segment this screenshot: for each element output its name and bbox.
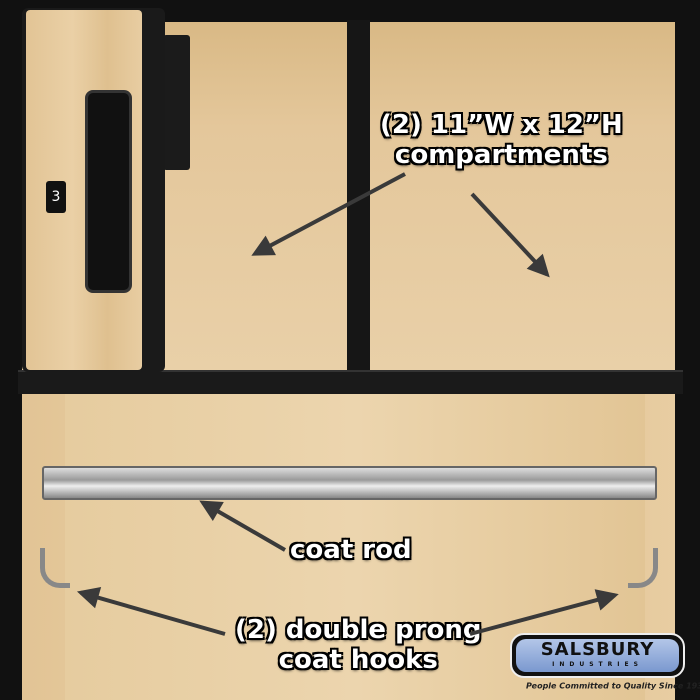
hooks-line1: (2) double prong: [235, 615, 482, 645]
coat-hook-right: [628, 548, 658, 588]
door-number-plate: 3: [46, 181, 66, 213]
lock-mechanism: [163, 35, 190, 170]
logo-name: SALSBURY: [540, 639, 655, 660]
tagline-text: People Committed to Quality Since 1936: [526, 681, 700, 691]
coat-rod-label: coat rod: [290, 535, 412, 565]
hooks-line2: coat hooks: [278, 645, 438, 675]
coat-rod: [42, 466, 657, 500]
hooks-label: (2) double prong coat hooks: [235, 615, 482, 675]
door-handle[interactable]: [85, 90, 132, 293]
logo-sub: INDUSTRIES: [552, 661, 643, 668]
coat-hook-left: [40, 548, 70, 588]
salsbury-logo: SALSBURY INDUSTRIES: [510, 633, 685, 678]
right-compartment: [370, 22, 675, 372]
compartments-label: (2) 11”W x 12”H compartments: [380, 110, 623, 170]
logo-tagline: People Committed to Quality Since 1936®: [526, 681, 700, 691]
compartments-line1: (2) 11”W x 12”H: [380, 110, 623, 140]
shelf: [18, 370, 683, 394]
compartments-line2: compartments: [394, 140, 608, 170]
